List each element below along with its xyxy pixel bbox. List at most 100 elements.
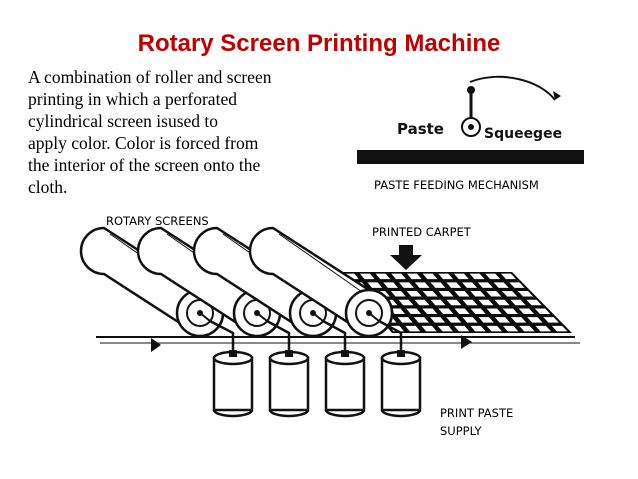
carpet-cell [485, 273, 501, 280]
carpet-cell [446, 317, 462, 323]
carpet-cell [422, 308, 438, 314]
carpet-cell [517, 291, 534, 297]
carpet-cell [462, 317, 478, 323]
direction-arrow-right [461, 335, 472, 349]
rotary-screens [79, 226, 394, 338]
screen-pipe-stub [199, 312, 211, 322]
carpet-cell [478, 299, 494, 306]
screen-pipe-stub [256, 312, 268, 322]
carpet-cell [462, 282, 478, 288]
carpet-cell [446, 299, 462, 306]
drum-bottom [324, 409, 366, 418]
printed-carpet-label: PRINTED CARPET [372, 225, 471, 239]
description-line: cloth. [28, 177, 68, 197]
carpet-cell [397, 317, 413, 323]
carpet-cell [535, 325, 552, 332]
carpet-cell [519, 325, 535, 332]
drum-bottom [380, 409, 422, 418]
carpet-cell [414, 299, 430, 306]
carpet-cell [438, 273, 454, 280]
carpet-cell [413, 317, 429, 323]
paste-drum [212, 350, 254, 418]
carpet-cell [502, 325, 519, 332]
printed-carpet-arrow [390, 245, 422, 270]
rotation-arc [469, 75, 556, 101]
carpet-cell [405, 325, 421, 332]
page-title: Rotary Screen Printing Machine [137, 30, 501, 57]
supply-pipe [378, 319, 403, 352]
carpet-cell [551, 325, 568, 332]
drum-inlet [285, 350, 293, 357]
carpet-cell [518, 308, 535, 314]
carpet-cell [390, 291, 406, 297]
carpet-cell [454, 308, 470, 314]
carpet-cell [510, 299, 526, 306]
carpet-cell [527, 317, 543, 323]
supply-pipe [322, 319, 347, 352]
carpet-cell [406, 291, 422, 297]
carpet-cell [470, 291, 486, 297]
carpet-cell [462, 299, 478, 306]
print-paste-supply [209, 319, 422, 418]
screen-pipe-stub [368, 312, 380, 322]
drum-bottom [268, 409, 310, 418]
description-line: apply color. Color is forced from [28, 133, 259, 153]
inset-base-bar [357, 150, 584, 164]
rotary-screen [136, 226, 282, 338]
carpet-cells [344, 273, 568, 332]
drum-body [268, 356, 310, 412]
carpet-cell [414, 282, 430, 288]
carpet-cell [502, 308, 518, 314]
carpet-cell [500, 273, 517, 280]
carpet-cell [438, 291, 454, 297]
carpet-cell [454, 325, 470, 332]
rotary-screens-label: ROTARY SCREENS [106, 214, 209, 228]
drum-inlet [229, 350, 237, 357]
drum-bottom [212, 409, 254, 418]
rotary-screen [248, 226, 394, 338]
carpet-cell [406, 273, 422, 280]
carpet-cell [543, 317, 559, 323]
carpet-cell [430, 282, 446, 288]
carpet-cell [367, 282, 383, 288]
carpet-cell [486, 325, 502, 332]
carpet-cell [477, 282, 493, 288]
carpet-cell [383, 282, 398, 288]
carpet-cell [406, 308, 422, 314]
print-paste-supply-label: PRINT PASTE SUPPLY [440, 404, 513, 440]
drum-body [380, 356, 422, 412]
squeegee-pivot [467, 86, 475, 94]
screen-inner-ring [355, 299, 383, 327]
paste-feeding-inset: Paste Squeegee [357, 75, 584, 164]
carpet-cell [437, 325, 453, 332]
carpet-cell [486, 291, 502, 297]
carpet-cell [430, 299, 446, 306]
drum-inlet [341, 350, 349, 357]
carpet-cell [390, 308, 406, 314]
screen-pipe-stub [312, 312, 324, 322]
carpet-cell [375, 273, 391, 280]
carpet-cell [501, 291, 518, 297]
paste-word: Paste [397, 120, 444, 138]
drum-inlet [397, 350, 405, 357]
carpet-cell [534, 308, 551, 314]
carpet-cell [478, 317, 494, 323]
supply-label-line: SUPPLY [440, 424, 482, 438]
screen-highlight [278, 233, 366, 295]
description-line: the interior of the screen onto the [28, 155, 261, 175]
carpet-cell [509, 282, 525, 288]
carpet-cell [422, 273, 438, 280]
description-line: A combination of roller and screen [28, 67, 272, 87]
carpet-cell [494, 317, 511, 323]
direction-arrow-left [151, 338, 161, 352]
carpet-cell [454, 291, 470, 297]
carpet-cell [421, 325, 437, 332]
description-text: A combination of roller and screen print… [28, 66, 358, 198]
printed-carpet-grid [340, 272, 572, 333]
carpet-cell [470, 308, 486, 314]
paste-drum [268, 350, 310, 418]
carpet-cell [470, 325, 486, 332]
carpet-cell [438, 308, 454, 314]
carpet-cell [422, 291, 438, 297]
